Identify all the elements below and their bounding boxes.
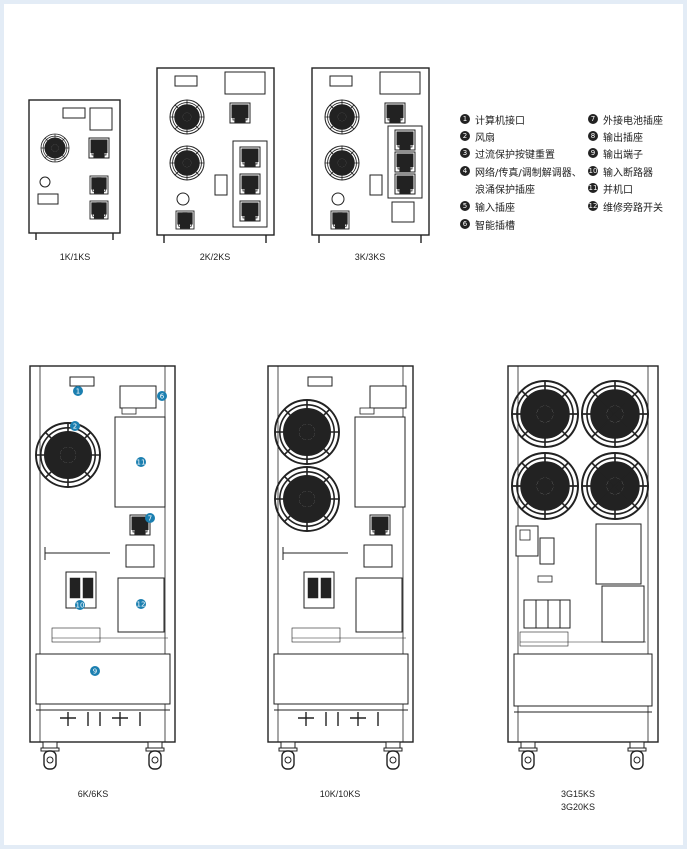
caption-6k: 6K/6KS	[77, 789, 109, 799]
svg-text:11: 11	[137, 459, 146, 467]
callout-2: 2	[70, 421, 80, 431]
svg-text:6: 6	[160, 393, 165, 401]
caption-3g20ks: 3G20KS	[560, 802, 596, 812]
caption-10k: 10K/10KS	[319, 789, 361, 799]
legend-item-continued: 浪涌保护插座	[475, 184, 535, 196]
caption-1k: 1K/1KS	[59, 252, 91, 262]
caption-2k: 2K/2KS	[199, 252, 231, 262]
ups-2k-rear-panel	[156, 67, 275, 243]
callout-6: 6	[157, 391, 167, 401]
callouts: 1 2 6 11 7 10 12 9	[70, 386, 167, 676]
callout-12: 12	[136, 599, 146, 609]
svg-text:12: 12	[137, 601, 146, 609]
ups-3k-rear-panel	[311, 67, 430, 243]
callout-9: 9	[90, 666, 100, 676]
svg-text:9: 9	[93, 668, 97, 676]
svg-text:1: 1	[76, 388, 80, 396]
svg-text:7: 7	[148, 515, 152, 523]
callout-1: 1	[73, 386, 83, 396]
callout-11: 11	[136, 457, 146, 467]
svg-text:10: 10	[76, 602, 85, 610]
caption-3g15ks: 3G15KS	[560, 789, 596, 799]
callout-10: 10	[75, 600, 85, 610]
ups-3g-rear-panel	[508, 366, 658, 770]
callout-7: 7	[145, 513, 155, 523]
ups-6k-rear-panel	[30, 365, 176, 770]
ups-10k-rear-panel	[268, 365, 414, 770]
ups-1k-rear-panel	[28, 99, 121, 240]
caption-3k: 3K/3KS	[354, 252, 386, 262]
svg-text:2: 2	[73, 423, 77, 431]
